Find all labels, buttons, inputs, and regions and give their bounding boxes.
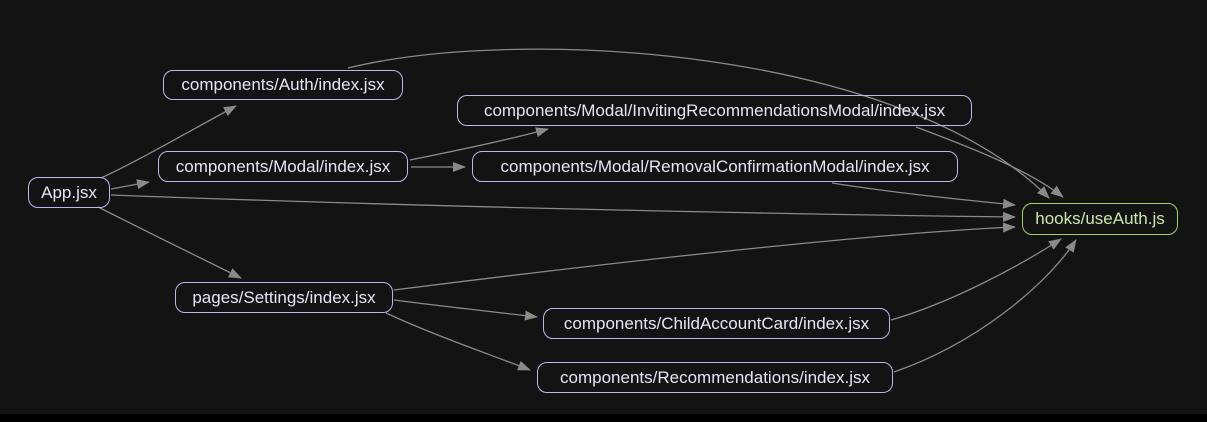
graph-node-label: pages/Settings/index.jsx — [192, 287, 376, 307]
graph-node-useauth[interactable]: hooks/useAuth.js — [1022, 203, 1178, 235]
edge-app-to-modal — [110, 179, 150, 190]
graph-node-label: components/Modal/InvitingRecommendations… — [483, 100, 946, 120]
graph-node-label: hooks/useAuth.js — [1035, 209, 1165, 228]
edge-recs-to-useauth — [893, 239, 1077, 373]
graph-node-label: components/Recommendations/index.jsx — [560, 367, 870, 387]
edge-app-to-settings — [97, 206, 242, 279]
edge-settings-to-childcard — [393, 299, 538, 321]
graph-node-removal[interactable]: components/Modal/RemovalConfirmationModa… — [472, 151, 958, 182]
edge-app-to-useauth — [110, 194, 1016, 222]
graph-node-settings[interactable]: pages/Settings/index.jsx — [175, 282, 393, 313]
graph-node-auth[interactable]: components/Auth/index.jsx — [163, 70, 403, 100]
edge-removal-to-useauth — [831, 182, 1016, 209]
edge-childcard-to-useauth — [890, 238, 1062, 321]
graph-node-label: components/Modal/index.jsx — [175, 156, 391, 176]
graph-node-label: components/ChildAccountCard/index.jsx — [563, 313, 870, 333]
graph-node-label: components/Modal/RemovalConfirmationModa… — [500, 156, 930, 176]
edge-settings-to-useauth — [393, 222, 1016, 291]
graph-node-childcard[interactable]: components/ChildAccountCard/index.jsx — [543, 308, 890, 339]
graph-node-recs[interactable]: components/Recommendations/index.jsx — [537, 362, 893, 393]
graph-node-inviting[interactable]: components/Modal/InvitingRecommendations… — [457, 95, 972, 126]
graph-node-app[interactable]: App.jsx — [28, 177, 110, 208]
edge-settings-to-recs — [385, 312, 531, 371]
graph-node-label: components/Auth/index.jsx — [181, 75, 385, 94]
graph-node-label: App.jsx — [41, 182, 97, 202]
graph-node-modal[interactable]: components/Modal/index.jsx — [158, 151, 408, 182]
